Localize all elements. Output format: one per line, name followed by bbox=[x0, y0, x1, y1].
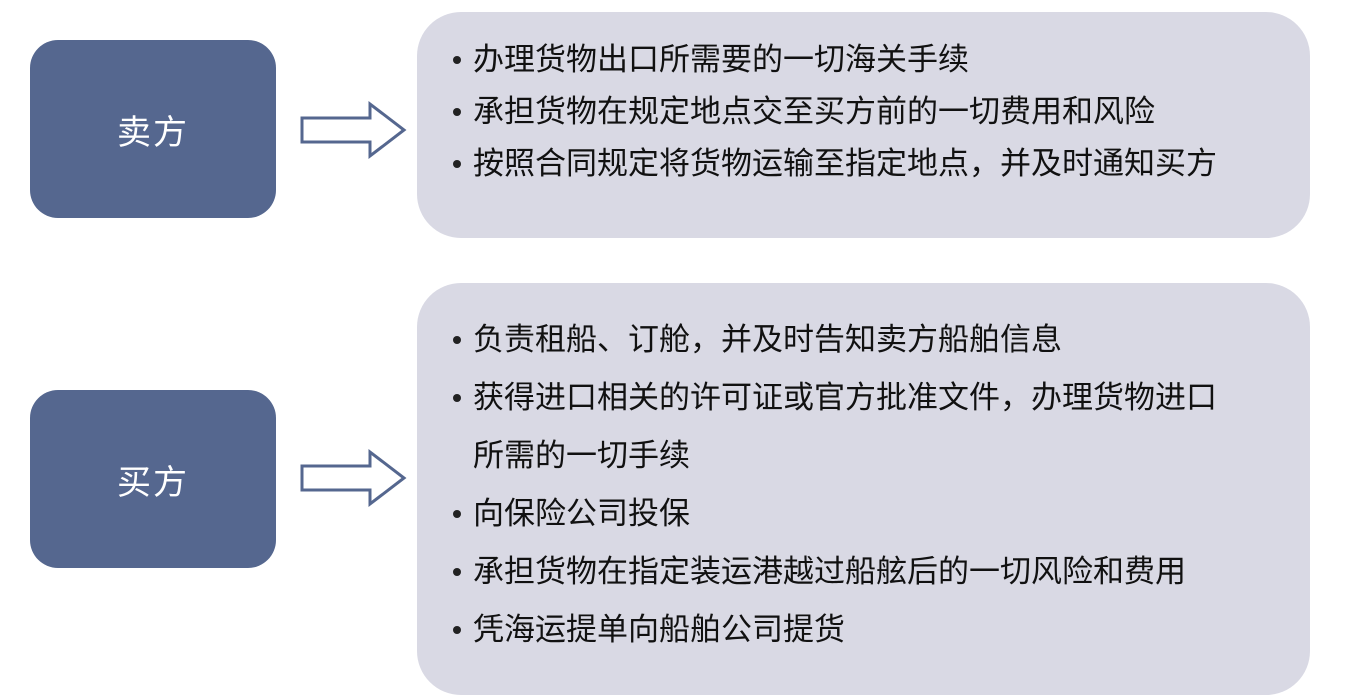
bullet-text: 负责租船、订舱，并及时告知卖方船舶信息 bbox=[473, 322, 1062, 358]
buyer-label: 买方 bbox=[117, 462, 189, 503]
bullet-text: 办理货物出口所需要的一切海关手续 bbox=[473, 42, 969, 78]
right-arrow-icon bbox=[300, 100, 407, 160]
list-item: 按照合同规定将货物运输至指定地点，并及时通知买方 bbox=[453, 138, 1290, 190]
seller-responsibilities-list: 办理货物出口所需要的一切海关手续 承担货物在规定地点交至买方前的一切费用和风险 … bbox=[453, 34, 1290, 190]
list-item: 向保险公司投保 bbox=[453, 485, 1290, 543]
list-item: 办理货物出口所需要的一切海关手续 bbox=[453, 34, 1290, 86]
bullet-text: 按照合同规定将货物运输至指定地点，并及时通知买方 bbox=[473, 146, 1217, 182]
seller-label: 卖方 bbox=[117, 112, 189, 153]
list-item: 承担货物在指定装运港越过船舷后的一切风险和费用 bbox=[453, 543, 1290, 601]
buyer-role-box: 买方 bbox=[30, 390, 276, 568]
bullet-text: 凭海运提单向船舶公司提货 bbox=[473, 612, 845, 648]
bullet-text-continuation: 所需的一切手续 bbox=[473, 438, 690, 474]
bullet-text: 承担货物在指定装运港越过船舷后的一切风险和费用 bbox=[473, 554, 1186, 590]
list-item: 承担货物在规定地点交至买方前的一切费用和风险 bbox=[453, 86, 1290, 138]
bullet-text: 向保险公司投保 bbox=[473, 496, 690, 532]
bullet-text: 获得进口相关的许可证或官方批准文件，办理货物进口 bbox=[473, 380, 1217, 416]
seller-role-box: 卖方 bbox=[30, 40, 276, 218]
list-item: 获得进口相关的许可证或官方批准文件，办理货物进口 所需的一切手续 bbox=[453, 369, 1290, 485]
list-item: 凭海运提单向船舶公司提货 bbox=[453, 601, 1290, 659]
list-item: 负责租船、订舱，并及时告知卖方船舶信息 bbox=[453, 311, 1290, 369]
seller-responsibilities-box: 办理货物出口所需要的一切海关手续 承担货物在规定地点交至买方前的一切费用和风险 … bbox=[417, 12, 1310, 238]
bullet-text: 承担货物在规定地点交至买方前的一切费用和风险 bbox=[473, 94, 1155, 130]
buyer-responsibilities-box: 负责租船、订舱，并及时告知卖方船舶信息 获得进口相关的许可证或官方批准文件，办理… bbox=[417, 283, 1310, 695]
buyer-responsibilities-list: 负责租船、订舱，并及时告知卖方船舶信息 获得进口相关的许可证或官方批准文件，办理… bbox=[453, 311, 1290, 659]
right-arrow-icon bbox=[300, 448, 407, 508]
